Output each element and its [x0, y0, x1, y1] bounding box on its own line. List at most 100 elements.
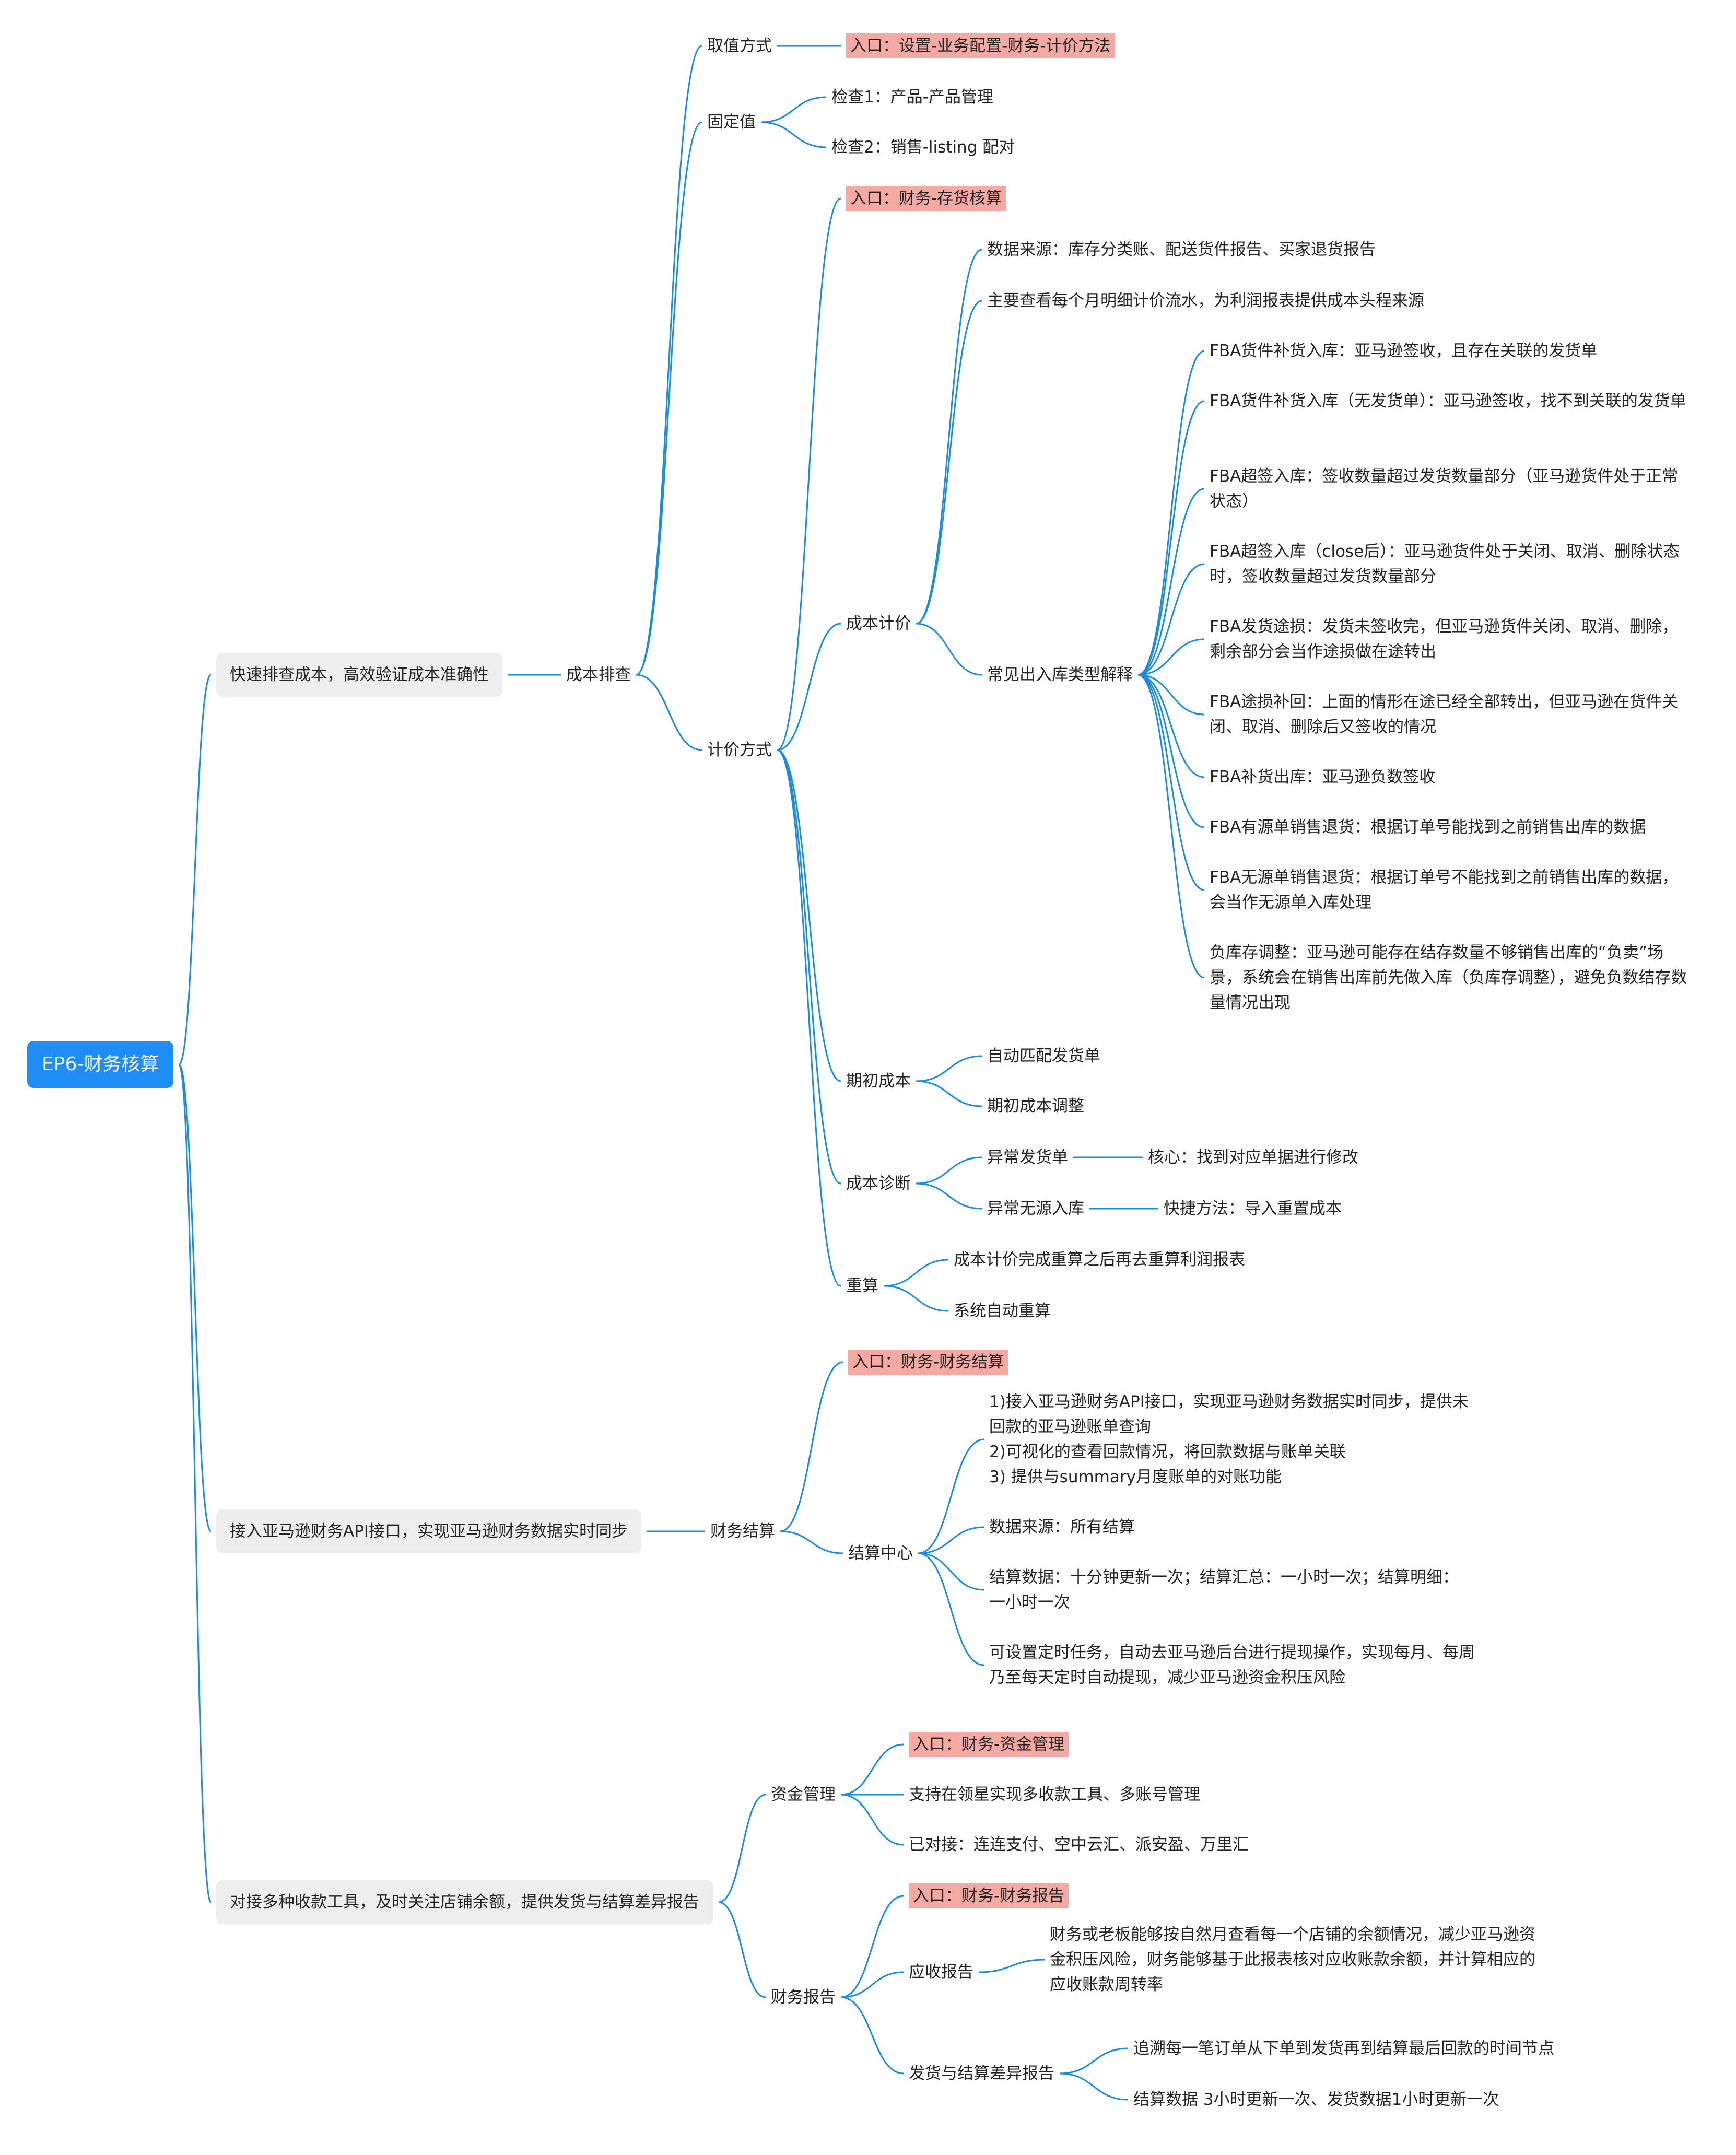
entry-finance-report: 入口：财务-财务报告 [909, 1883, 1069, 1908]
entry-valuation-method: 入口：设置-业务配置-财务-计价方法 [846, 33, 1115, 58]
node-value-method[interactable]: 取值方式 [707, 37, 772, 55]
connector-jz-jz2 [918, 1526, 984, 1554]
settlement-update-frequency: 结算数据：十分钟更新一次；结算汇总：一小时一次；结算明细：一小时一次 [989, 1568, 1459, 1612]
connector-b1s-qz [636, 45, 702, 676]
node-settlement-center[interactable]: 结算中心 [848, 1544, 913, 1563]
type-fba-transit-loss: FBA发货途损：发货未签收完，但亚马逊货件关闭、取消、删除，剩余部分会当作途损做… [1210, 617, 1679, 661]
connector-jj-cb [777, 623, 841, 751]
update-frequency-note: 结算数据 3小时更新一次、发货数据1小时更新一次 [1133, 2090, 1499, 2109]
connector-gd-gd1 [760, 96, 827, 123]
connector-zj-zj2 [840, 1794, 904, 1846]
connector-b3-zj [718, 1794, 766, 1903]
type-negative-stock-adjust: 负库存调整：亚马逊可能存在结存数量不够销售出库的“负卖”场景，系统会在销售出库前… [1210, 943, 1687, 1012]
branch-settlement-api[interactable]: 接入亚马逊财务API接口，实现亚马逊财务数据实时同步 [216, 1509, 642, 1553]
multi-tool-support: 支持在领星实现多收款工具、多账号管理 [909, 1785, 1200, 1804]
connector-b2s-b2e [780, 1361, 843, 1532]
node-finance-settlement[interactable]: 财务结算 [710, 1522, 775, 1541]
connector-jz-jz4 [918, 1552, 984, 1666]
entry-finance-settlement: 入口：财务-财务结算 [848, 1350, 1008, 1375]
type-fba-sourced-return: FBA有源单销售退货：根据订单号能找到之前销售出库的数据 [1210, 818, 1646, 837]
entry-fund-management: 入口：财务-资金管理 [909, 1732, 1069, 1757]
connector-cs-cs2 [883, 1285, 949, 1312]
connector-jz-jz3 [918, 1552, 984, 1591]
receivable-report-desc: 财务或老板能够按自然月查看每一个店铺的余额情况，减少亚马逊资金积压风险，财务能够… [1050, 1925, 1535, 1994]
type-fba-unsourced-return: FBA无源单销售退货：根据订单号不能找到之前销售出库的数据，会当作无源单入库处理 [1210, 868, 1679, 912]
abnormal-shipment: 异常发货单 [987, 1148, 1068, 1167]
node-receivable-report[interactable]: 应收报告 [909, 1963, 973, 1982]
connector-cb-cbt [916, 623, 982, 676]
auto-recalc: 系统自动重算 [954, 1302, 1051, 1320]
connector-b1s-jj [636, 674, 702, 751]
node-inout-types[interactable]: 常见出入库类型解释 [987, 665, 1133, 684]
order-trace-timeline: 追溯每一笔订单从下单到发货再到结算最后回款的时间节点 [1133, 2039, 1554, 2058]
node-finance-report[interactable]: 财务报告 [771, 1988, 836, 2007]
connector-jj-cs [777, 749, 841, 1287]
type-fba-over-receive: FBA超签入库：签收数量超过发货数量部分（亚马逊货件处于正常状态） [1210, 467, 1679, 511]
connected-payment-tools: 已对接：连连支付、空中云汇、派安盈、万里汇 [909, 1835, 1249, 1854]
connector-b3-bg [718, 1901, 766, 1998]
connector-cb-cb1 [916, 249, 982, 625]
connector-zj-zje [840, 1743, 904, 1796]
type-fba-over-receive-close: FBA超签入库（close后）：亚马逊货件处于关闭、取消、删除状态时，签收数量超… [1210, 542, 1680, 586]
entry-inventory-accounting: 入口：财务-存货核算 [846, 186, 1006, 211]
connector-jj-jje [777, 197, 841, 751]
connector-cbt-t1 [1137, 400, 1205, 676]
feature-summary-reconcile: 3) 提供与summary月度账单的对账功能 [989, 1468, 1282, 1486]
type-fba-replenish-no-shipment: FBA货件补货入库（无发货单）：亚马逊签收，找不到关联的发货单 [1210, 392, 1686, 411]
type-fba-loss-recovery: FBA途损补回：上面的情形在途已经全部转出，但亚马逊在货件关闭、取消、删除后又签… [1210, 693, 1679, 736]
connector-root-b3 [178, 1063, 212, 1903]
connector-cbt-t6 [1137, 674, 1205, 778]
connector-cb-cb2 [916, 300, 982, 625]
node-recalc[interactable]: 重算 [846, 1276, 878, 1295]
check-listing-pairing: 检查2：销售-listing 配对 [831, 138, 1015, 157]
branch-payment-tools[interactable]: 对接多种收款工具，及时关注店铺余额，提供发货与结算差异报告 [216, 1880, 713, 1924]
connector-b1s-gd [636, 121, 702, 676]
check-product-management: 检查1：产品-产品管理 [831, 88, 993, 107]
recalc-profit-report: 成本计价完成重算之后再去重算利润报表 [954, 1250, 1245, 1269]
node-fund-management[interactable]: 资金管理 [771, 1785, 836, 1804]
connector-cbt-t0 [1137, 350, 1205, 676]
data-source-note: 数据来源：库存分类账、配送货件报告、买家退货报告 [987, 240, 1376, 259]
connector-jj-zd [777, 749, 841, 1185]
connector-cbt-t3 [1137, 563, 1205, 676]
connector-cy-cy1 [1059, 2047, 1129, 2075]
connector-bg-ys [840, 1971, 904, 1998]
node-cost-diagnosis[interactable]: 成本诊断 [846, 1174, 911, 1193]
connector-jz-jz1 [918, 1438, 984, 1554]
connector-cs-cs1 [883, 1259, 949, 1287]
abnormal-unsourced-tip: 快捷方法：导入重置成本 [1164, 1199, 1342, 1218]
opening-cost-adjust: 期初成本调整 [987, 1097, 1084, 1116]
auto-match-shipment: 自动匹配发货单 [987, 1047, 1100, 1065]
connector-bg-cy [840, 1996, 904, 2075]
connector-root-b2 [178, 1063, 212, 1532]
node-cost-pricing[interactable]: 成本计价 [846, 614, 911, 633]
branch-cost-check[interactable]: 快速排查成本，高效验证成本准确性 [216, 653, 502, 697]
auto-withdraw-task: 可设置定时任务，自动去亚马逊后台进行提现操作，实现每月、每周乃至每天定时自动提现… [989, 1643, 1475, 1687]
connector-zd-zd2 [916, 1182, 982, 1210]
connector-cbt-t9 [1137, 674, 1205, 979]
node-cost-check[interactable]: 成本排查 [566, 665, 631, 684]
connector-cbt-t7 [1137, 674, 1205, 828]
abnormal-shipment-tip: 核心：找到对应单据进行修改 [1148, 1148, 1358, 1167]
root-node[interactable]: EP6-财务核算 [27, 1041, 174, 1088]
connector-cbt-t2 [1137, 488, 1205, 676]
node-pricing-method[interactable]: 计价方式 [707, 741, 772, 759]
type-fba-replenish-out: FBA补货出库：亚马逊负数签收 [1210, 768, 1436, 787]
connector-b2s-jz [780, 1530, 843, 1554]
feature-api-sync: 1)接入亚马逊财务API接口，实现亚马逊财务数据实时同步，提供未回款的亚马逊账单… [989, 1392, 1469, 1436]
settlement-features: 1)接入亚马逊财务API接口，实现亚马逊财务数据实时同步，提供未回款的亚马逊账单… [989, 1389, 1475, 1490]
monthly-detail-note: 主要查看每个月明细计价流水，为利润报表提供成本头程来源 [987, 291, 1424, 310]
node-opening-cost[interactable]: 期初成本 [846, 1072, 911, 1091]
node-fixed-value[interactable]: 固定值 [707, 113, 756, 132]
connector-gd-gd2 [760, 121, 827, 148]
node-shipment-settlement-diff[interactable]: 发货与结算差异报告 [909, 2064, 1054, 2083]
connector-cbt-t4 [1137, 638, 1205, 676]
connector-zd-zd1 [916, 1156, 982, 1185]
connector-bg-bge [840, 1895, 904, 1998]
abnormal-unsourced-in: 异常无源入库 [987, 1199, 1084, 1218]
feature-visual-payback: 2)可视化的查看回款情况，将回款数据与账单关联 [989, 1443, 1346, 1461]
connector-root-b1 [178, 674, 212, 1065]
connector-qc-qc2 [916, 1080, 982, 1107]
